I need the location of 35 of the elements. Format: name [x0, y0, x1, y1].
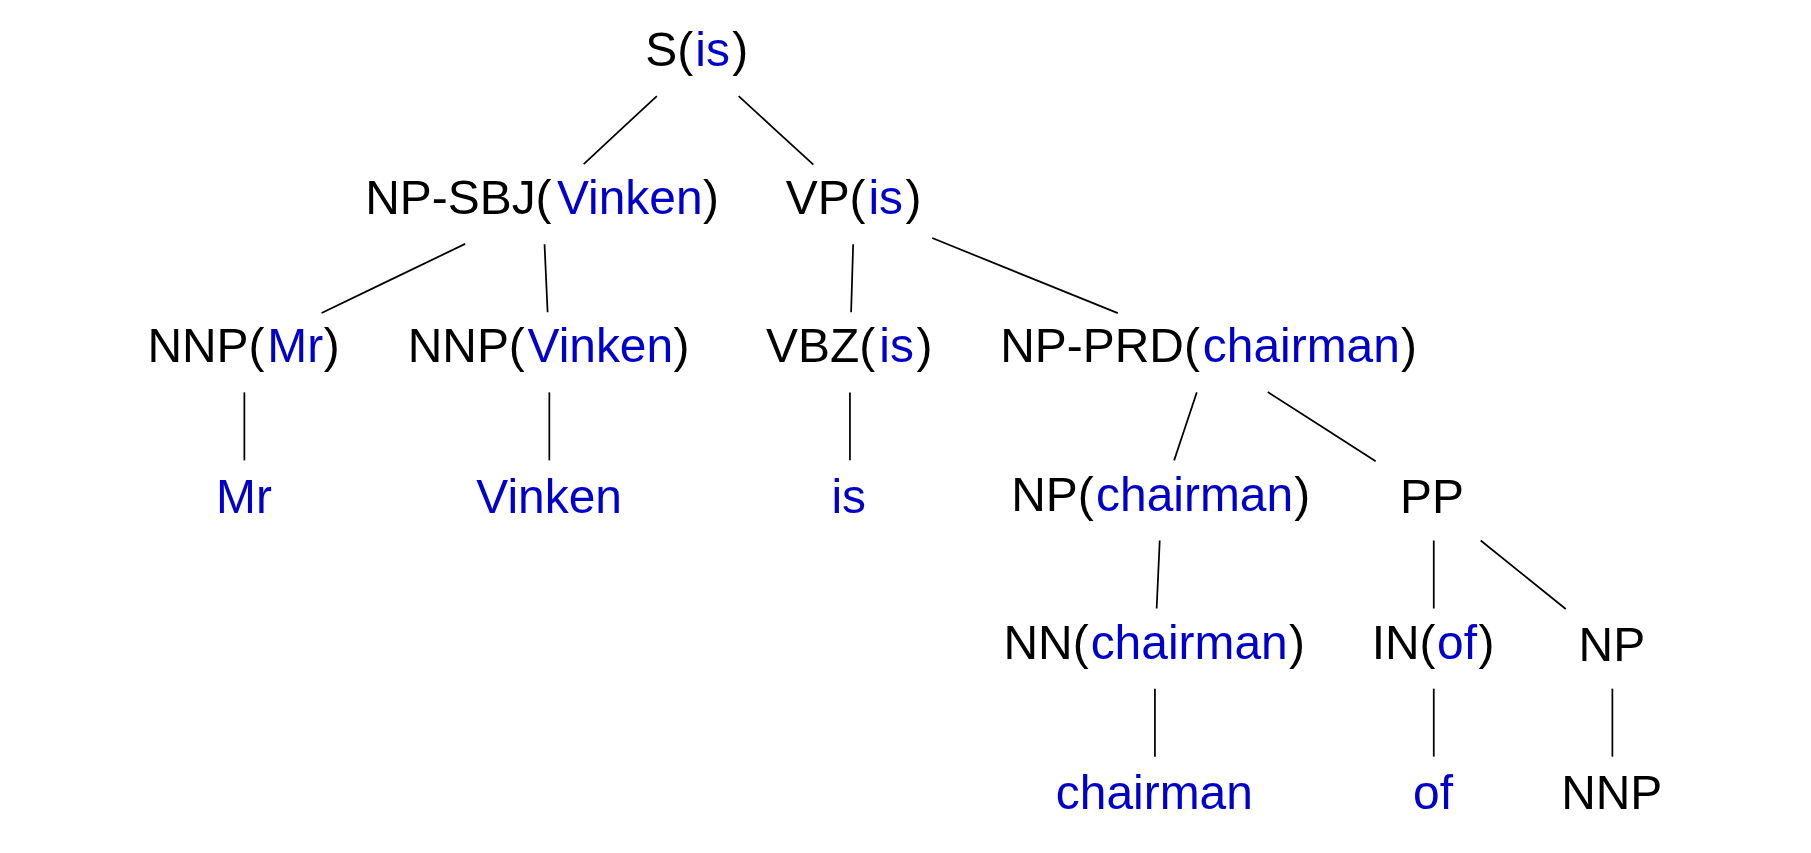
- connector: [1611, 687, 1614, 758]
- node-text: IN(of): [1371, 615, 1495, 669]
- connector: [1432, 539, 1435, 610]
- node-text: NNP(Mr): [147, 319, 340, 373]
- node-text: NP(chairman): [1011, 467, 1311, 521]
- connector: [1155, 539, 1161, 610]
- connector: [931, 237, 1119, 315]
- connector: [1266, 391, 1377, 463]
- connector: [1173, 391, 1198, 462]
- connector: [850, 243, 854, 314]
- connector: [543, 243, 549, 314]
- node-text: Mr: [216, 469, 272, 523]
- connector: [1432, 687, 1435, 758]
- connector: [243, 391, 246, 462]
- node-text: PP: [1399, 469, 1464, 523]
- connector: [548, 391, 551, 462]
- node-text: chairman: [1055, 766, 1253, 820]
- connector: [737, 95, 815, 166]
- connector: [320, 243, 467, 314]
- node-text: is: [831, 469, 867, 523]
- node-text: VP(is): [785, 171, 922, 225]
- connector: [582, 95, 658, 165]
- node-text: NNP: [1561, 766, 1663, 820]
- node-text: VBZ(is): [766, 319, 933, 373]
- connector: [1154, 687, 1156, 758]
- connector: [1479, 539, 1567, 610]
- node-text: NP: [1578, 617, 1646, 671]
- node-text: NNP(Vinken): [407, 319, 690, 373]
- node-text: NP-PRD(chairman): [1000, 319, 1418, 373]
- connector: [849, 391, 851, 462]
- node-text: Vinken: [476, 469, 622, 523]
- node-text: NN(chairman): [1003, 615, 1305, 669]
- node-text: of: [1413, 766, 1454, 820]
- node-text: S(is): [645, 23, 749, 77]
- node-text: NP-SBJ(Vinken): [365, 171, 719, 225]
